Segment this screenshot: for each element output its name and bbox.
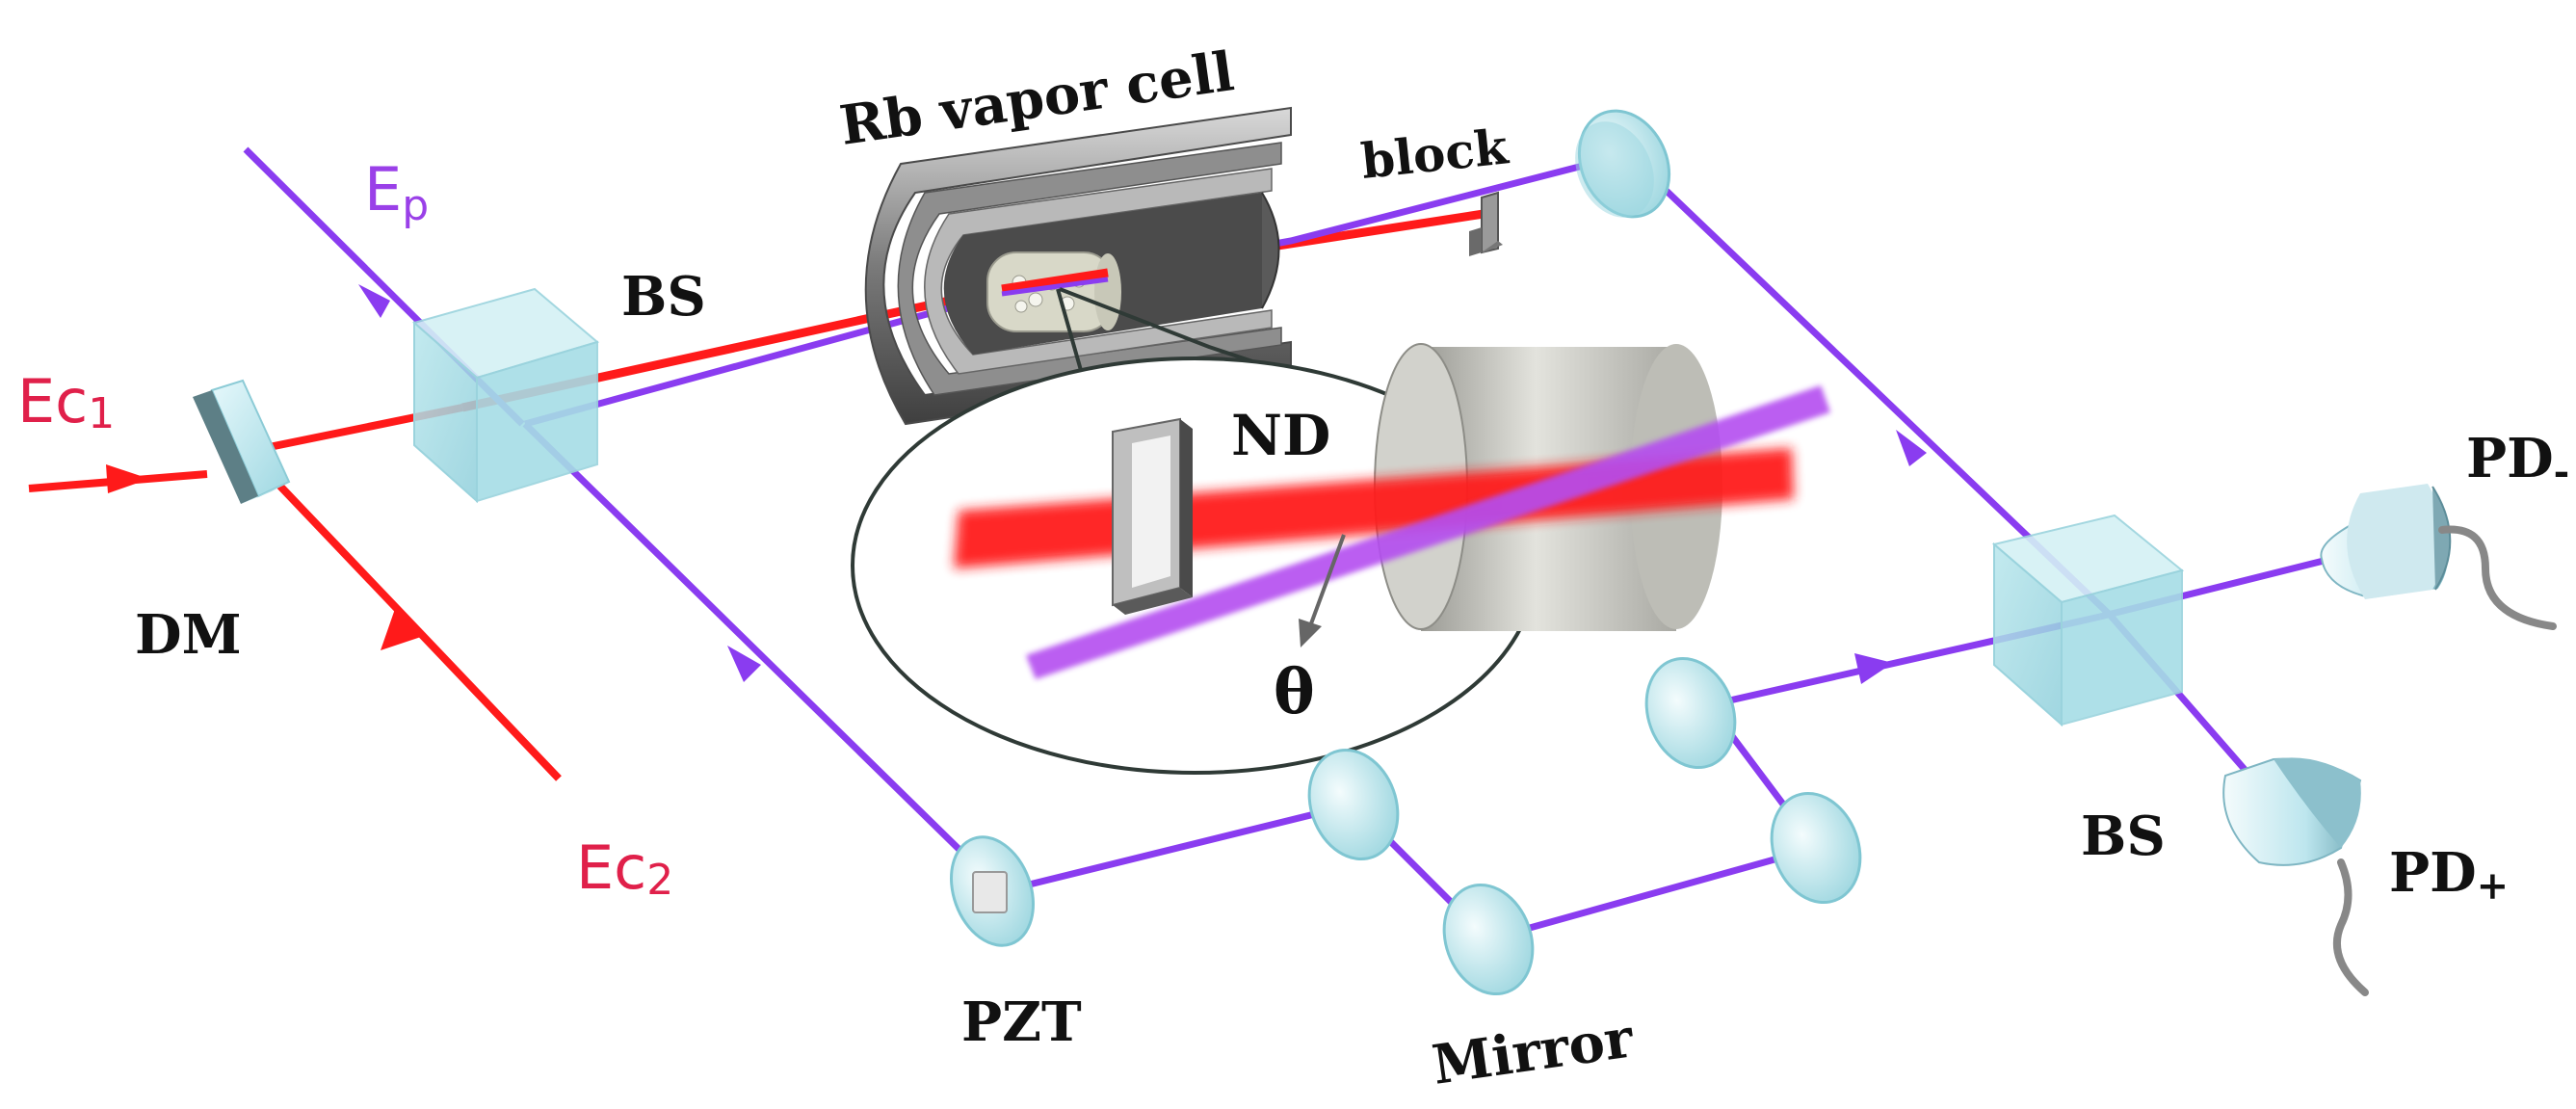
control-beam-ec2 <box>246 450 562 781</box>
rb-vapor-cell <box>864 106 1292 426</box>
beam-block <box>1469 191 1503 256</box>
arrow-probe-mirror <box>1896 430 1927 466</box>
label-beam-splitter-2: BS <box>2081 805 2166 868</box>
mirror-ref-4 <box>1644 656 1737 770</box>
label-piezo: PZT <box>961 990 1082 1054</box>
arrow-probe-ref <box>1854 653 1893 684</box>
arrow-ep <box>358 284 390 318</box>
pd-minus-cable <box>2438 525 2557 630</box>
mirror-upper <box>1575 109 1671 219</box>
label-block: block <box>1358 118 1511 190</box>
label-dichroic-mirror: DM <box>135 603 242 667</box>
theta-arrow <box>1299 534 1346 647</box>
probe-arrows <box>358 284 1927 684</box>
beam-splitter-1 <box>411 287 600 504</box>
label-control-1: Ec1 <box>17 366 115 438</box>
label-beam-splitter-1: BS <box>621 265 706 329</box>
pd-plus-cable <box>2332 858 2369 996</box>
mirror-ref-3 <box>1770 791 1862 905</box>
mirror-pzt <box>949 835 1036 947</box>
label-detector-plus: PD+ <box>2389 841 2509 909</box>
probe-beam-bs1-down <box>522 421 1005 894</box>
label-control-2: Ec2 <box>576 832 673 905</box>
photodetector-minus <box>2320 484 2557 630</box>
inset-detail <box>851 343 1830 775</box>
label-angle: θ <box>1274 656 1315 728</box>
label-neutral-density: ND <box>1231 403 1330 468</box>
dichroic-mirror <box>193 379 291 504</box>
neutral-density-filter <box>1112 417 1193 615</box>
beam-splitter-2 <box>1991 514 2185 727</box>
label-mirror: Mirror <box>1429 1006 1639 1097</box>
label-detector-minus: PD- <box>2466 427 2569 494</box>
arrow-ec1 <box>106 464 149 493</box>
label-probe-field: Ep <box>364 154 429 230</box>
photodetector-plus <box>2222 757 2369 996</box>
mirror-ref-2 <box>1442 883 1535 996</box>
inset-probe-beam <box>1026 385 1830 679</box>
mirror-ref-1 <box>1307 748 1400 861</box>
arrow-probe-down <box>727 646 761 682</box>
arrow-ec2 <box>381 609 424 650</box>
